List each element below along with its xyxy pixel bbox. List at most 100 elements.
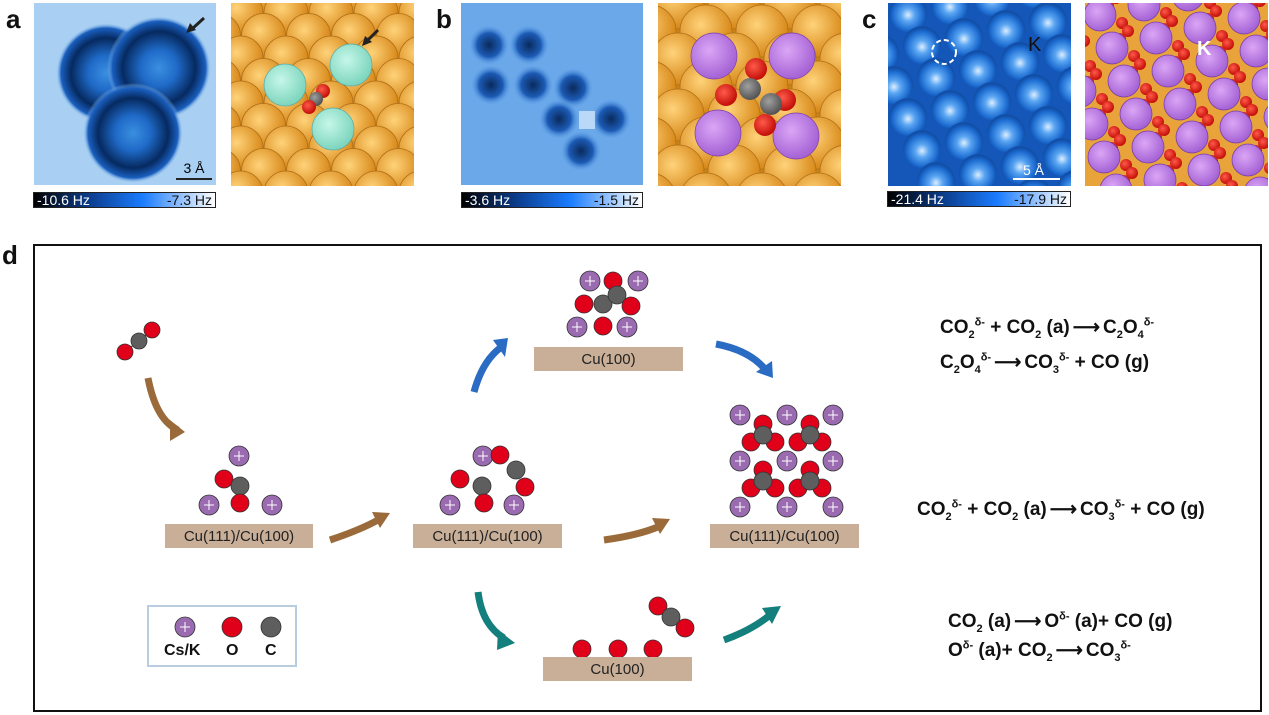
ion-atom: [311, 107, 355, 151]
potassium-atom: [1151, 54, 1185, 88]
plus-icon: [585, 276, 595, 286]
copper-atom: [658, 144, 705, 186]
oxygen-atom: [1126, 167, 1138, 179]
afm-feature: [561, 131, 601, 171]
dashed-circle-marker: [931, 39, 957, 65]
afm-feature: [1001, 42, 1039, 80]
copper-atom: [264, 170, 308, 186]
afm-feature: [917, 58, 955, 96]
afm-feature: [1057, 170, 1071, 186]
plus-icon: [267, 500, 277, 510]
afm-feature: [509, 25, 549, 65]
potassium-atom: [1263, 105, 1268, 129]
potassium-atom: [772, 112, 820, 160]
substrate-final: Cu(111)/Cu(100): [710, 524, 859, 548]
potassium-atom: [1195, 44, 1229, 78]
afm-feature: [987, 10, 1025, 48]
carbon-atom: [593, 294, 613, 314]
scale-bar-a: 3 Å: [176, 160, 212, 180]
carbon-atom: [506, 460, 526, 480]
copper-atom: [231, 170, 263, 186]
oxygen-atom: [1166, 15, 1178, 27]
oxygen-atom: [1146, 91, 1158, 103]
oxygen-atom: [116, 343, 134, 361]
plus-icon: [782, 410, 792, 420]
plus-icon: [735, 502, 745, 512]
equation-rhs: C2O4δ-: [1103, 316, 1155, 341]
afm-feature: [1018, 178, 1050, 186]
oxygen-atom: [1202, 114, 1214, 126]
legend: Cs/K O C: [147, 605, 297, 667]
plus-icon: [735, 410, 745, 420]
potassium-atom: [1239, 34, 1268, 68]
oxygen-atom: [230, 493, 250, 513]
equation-lhs: CO2δ- + CO2 (a): [917, 498, 1047, 523]
equation-rhs: CO3δ-: [1085, 639, 1131, 664]
arrow-blue-1: [470, 338, 508, 393]
oxygen-atom: [1122, 25, 1134, 37]
potassium-atom: [1175, 120, 1209, 154]
colorbar-a: -10.6 Hz -7.3 Hz: [33, 192, 216, 208]
reaction-scheme-box: [33, 244, 1262, 712]
plus-icon: [204, 500, 214, 510]
oxygen-atom: [1134, 58, 1146, 70]
oxygen-atom: [1114, 134, 1126, 146]
afm-feature: [83, 83, 183, 183]
potassium-atom: [1095, 31, 1129, 65]
legend-label-o: O: [226, 642, 239, 659]
oxygen-atom: [675, 618, 695, 638]
oxygen-atom: [1260, 20, 1268, 32]
equation-rhs: CO3δ- + CO (g): [1080, 498, 1205, 523]
afm-feature: [471, 65, 511, 105]
oxygen-atom: [1178, 48, 1190, 60]
potassium-atom: [1139, 21, 1173, 55]
afm-feature: [945, 18, 983, 56]
potassium-atom: [1219, 110, 1253, 144]
scale-bar-label: 3 Å: [183, 160, 205, 176]
plus-icon: [782, 502, 792, 512]
potassium-atom: [1231, 143, 1265, 177]
potassium-atom: [1087, 140, 1121, 174]
afm-feature: [931, 90, 969, 128]
model-c: K: [1085, 3, 1268, 186]
panel-label-a: a: [6, 4, 21, 34]
model-a: [231, 3, 414, 186]
panel-label-b: b: [436, 4, 452, 34]
oxygen-atom: [515, 477, 535, 497]
equation-lhs: Oδ- (a)+ CO2: [948, 639, 1053, 664]
potassium-atom: [1245, 176, 1268, 186]
afm-image-b: [461, 3, 643, 185]
plus-icon: [572, 322, 582, 332]
oxygen-atom: [745, 58, 767, 80]
potassium-atom: [1119, 97, 1153, 131]
colorbar-min: -3.6 Hz: [465, 192, 511, 208]
potassium-atom: [1163, 87, 1197, 121]
oxygen-atom: [1214, 147, 1226, 159]
afm-feature: [1057, 66, 1071, 104]
potassium-atom: [768, 32, 816, 80]
plus-icon: [234, 451, 244, 461]
carbon-atom: [607, 285, 627, 305]
oxygen-atom: [214, 469, 234, 489]
oxygen-atom: [1258, 137, 1268, 149]
equation: C2O4δ-⟶CO3δ- + CO (g): [940, 351, 1149, 376]
afm-feature: [469, 25, 509, 65]
potassium-atom: [1131, 130, 1165, 164]
potassium-atom: [1183, 11, 1217, 45]
reaction-arrow-icon: ⟶: [994, 352, 1022, 373]
carbon-atom: [472, 476, 492, 496]
afm-feature: [945, 122, 983, 160]
afm-feature: [591, 99, 631, 139]
potassium-atom: [1173, 3, 1203, 12]
potassium-atom: [1085, 107, 1109, 141]
potassium-atom: [1107, 64, 1141, 98]
oxygen-atom: [474, 493, 494, 513]
plus-icon: [735, 456, 745, 466]
afm-image-c: K 5 Å: [888, 3, 1071, 186]
plus-icon: [633, 276, 643, 286]
afm-feature: [903, 130, 941, 168]
carbon-atom: [739, 78, 761, 100]
oxygen-atom: [1158, 124, 1170, 136]
equation-lhs: CO2δ- + CO2 (a): [940, 316, 1070, 341]
oxygen-atom: [621, 296, 641, 316]
